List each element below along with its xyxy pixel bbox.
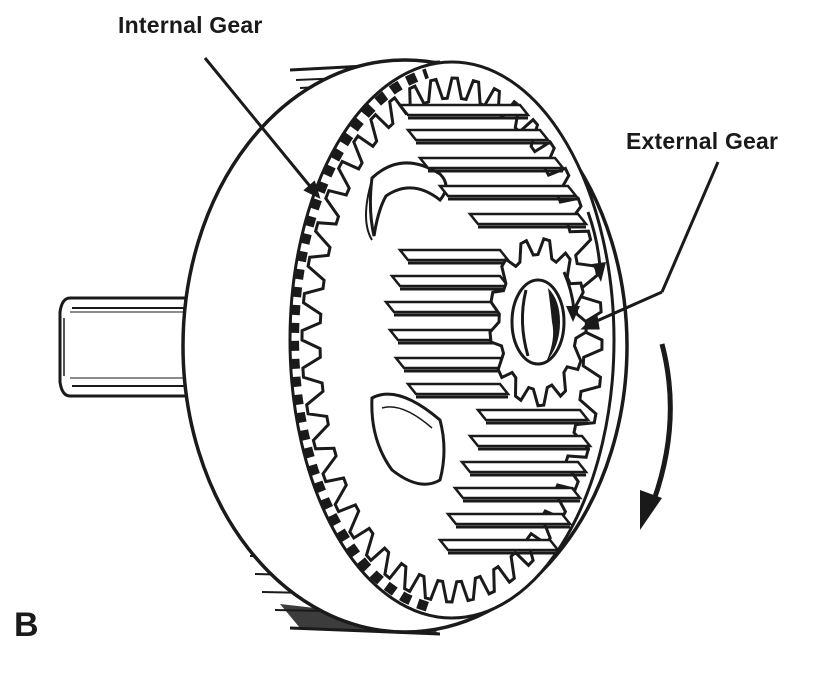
panel-letter: B: [14, 606, 39, 644]
tooth-face: [452, 486, 583, 500]
crescent: [365, 161, 448, 486]
tooth-face: [397, 248, 511, 262]
gear-tooth-faces: [383, 103, 593, 555]
tooth-face: [389, 274, 511, 288]
internal-gear-label: Internal Gear: [118, 12, 263, 38]
drive-shaft: [58, 296, 192, 398]
external-gear-label: External Gear: [626, 128, 779, 154]
tooth-face: [467, 434, 593, 448]
tooth-face: [459, 460, 589, 474]
tooth-face: [445, 512, 573, 526]
tooth-face: [437, 184, 579, 198]
internal-gear-shading: [288, 68, 429, 612]
tooth-face: [417, 156, 566, 170]
tooth-face: [405, 128, 551, 142]
tooth-face: [397, 103, 531, 117]
rotation-arrows: [562, 211, 673, 530]
leader-lines: [203, 57, 720, 330]
tooth-face: [475, 408, 591, 422]
tooth-face: [405, 382, 511, 396]
external-gear-hub: [510, 278, 566, 366]
tooth-face: [393, 356, 511, 370]
tooth-face: [467, 212, 589, 226]
tooth-face: [383, 300, 511, 314]
tooth-face: [437, 538, 561, 552]
